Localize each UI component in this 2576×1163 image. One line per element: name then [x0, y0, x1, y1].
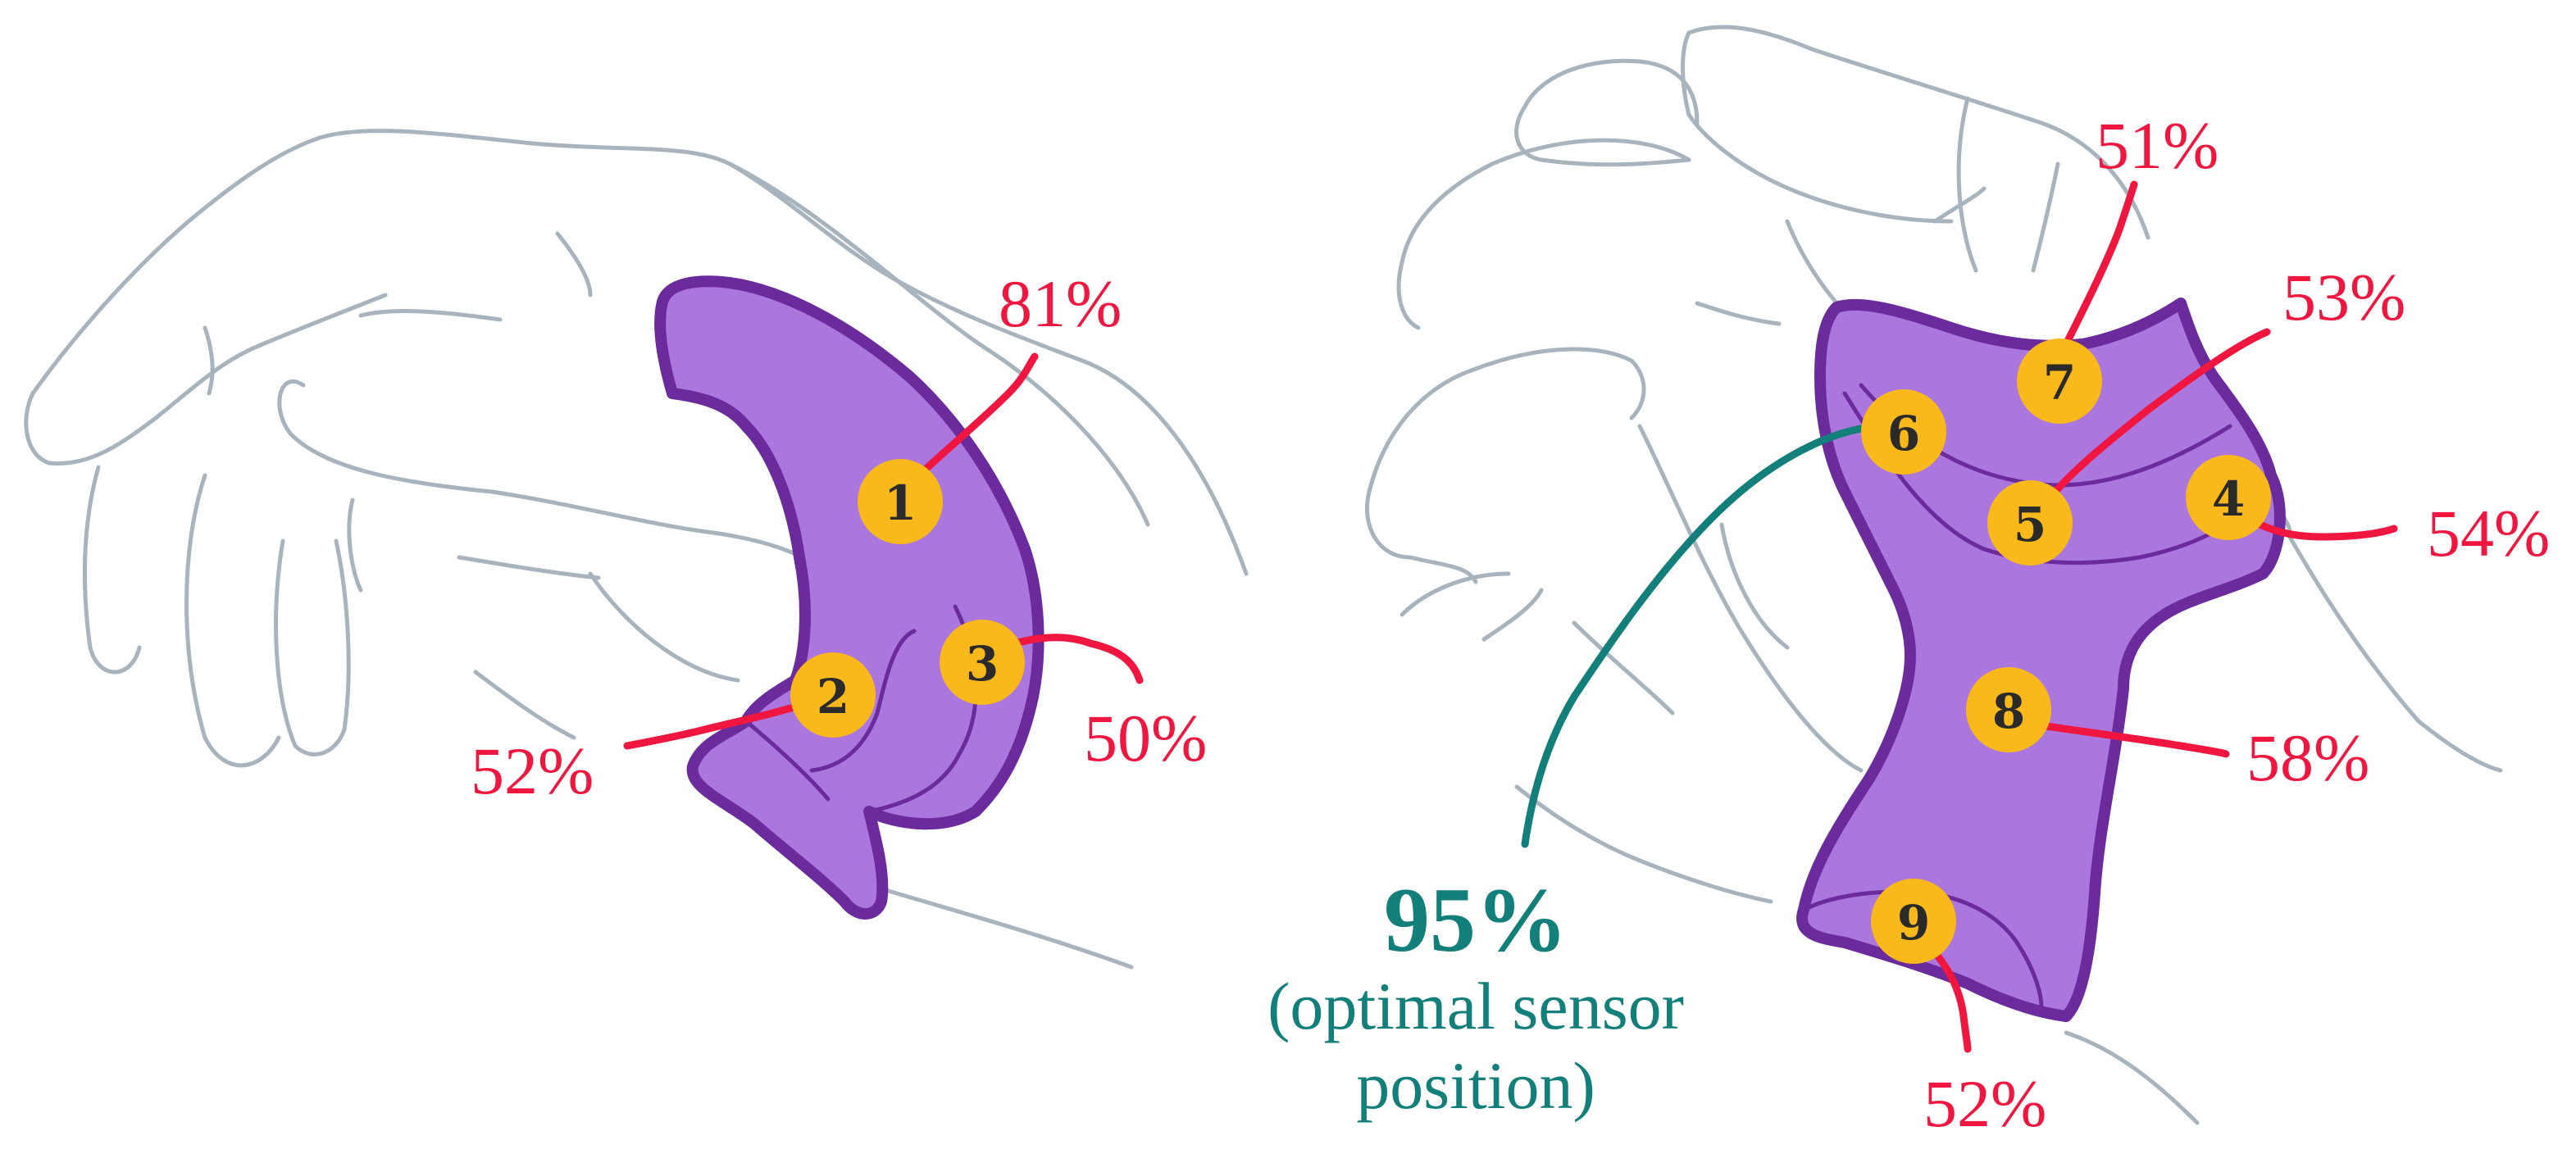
sensor-number: 4 — [2212, 471, 2245, 527]
lead-line-sensor-2 — [623, 693, 832, 750]
sensor-1-percentage: 81% — [999, 266, 1122, 341]
sensor-marker-8: 8 — [1966, 667, 2051, 752]
sensor-9-percentage: 52% — [1923, 1066, 2046, 1141]
lead-line-sensor-7 — [2062, 180, 2138, 348]
sensor-marker-7: 7 — [2017, 338, 2102, 424]
left-hand-outline — [24, 129, 1249, 970]
left-percent-labels: 81% 52% 50% — [471, 266, 1207, 808]
sensor-marker-5: 5 — [1987, 480, 2073, 566]
lead-line-sensor-6 — [1521, 422, 1890, 848]
sensor-8-percentage: 58% — [2246, 720, 2369, 795]
sensor-marker-9: 9 — [1871, 879, 1956, 964]
sensor-number: 3 — [966, 636, 999, 692]
right-percent-labels: 54% 53% 95% (optimal sensor position) 51… — [1268, 108, 2550, 1141]
lead-line-sensor-8 — [2009, 717, 2230, 758]
sensor-4-percentage: 54% — [2427, 496, 2550, 570]
right-sensor-markers: 4 5 6 7 8 9 — [1861, 338, 2271, 964]
sensor-marker-4: 4 — [2186, 455, 2271, 540]
sensor-marker-6: 6 — [1861, 389, 1946, 475]
sensor-number: 1 — [884, 475, 917, 531]
sensor-marker-2: 2 — [790, 652, 876, 738]
left-device-shell — [654, 275, 1045, 920]
sensor-number: 2 — [817, 669, 849, 725]
sensor-marker-1: 1 — [858, 459, 943, 544]
sensor-7-percentage: 51% — [2096, 108, 2219, 183]
sensor-6-percentage: 95% — [1384, 870, 1568, 971]
optimal-note-line-1: (optimal sensor — [1268, 969, 1684, 1043]
left-sensor-markers: 1 2 3 — [790, 459, 1025, 738]
sensor-number: 6 — [1887, 406, 1920, 461]
sensor-marker-3: 3 — [940, 620, 1025, 705]
sensor-2-percentage: 52% — [471, 734, 594, 808]
optimal-note-line-2: position) — [1356, 1048, 1595, 1123]
lead-line-sensor-5 — [2039, 328, 2271, 511]
sensor-number: 9 — [1897, 895, 1930, 951]
sensor-3-percentage: 50% — [1084, 701, 1207, 775]
right-device-shell — [1796, 298, 2286, 1022]
sensor-number: 8 — [1992, 684, 2025, 739]
sensor-number: 5 — [2014, 497, 2046, 552]
sensor-number: 7 — [2043, 355, 2076, 411]
sensor-5-percentage: 53% — [2282, 260, 2405, 334]
